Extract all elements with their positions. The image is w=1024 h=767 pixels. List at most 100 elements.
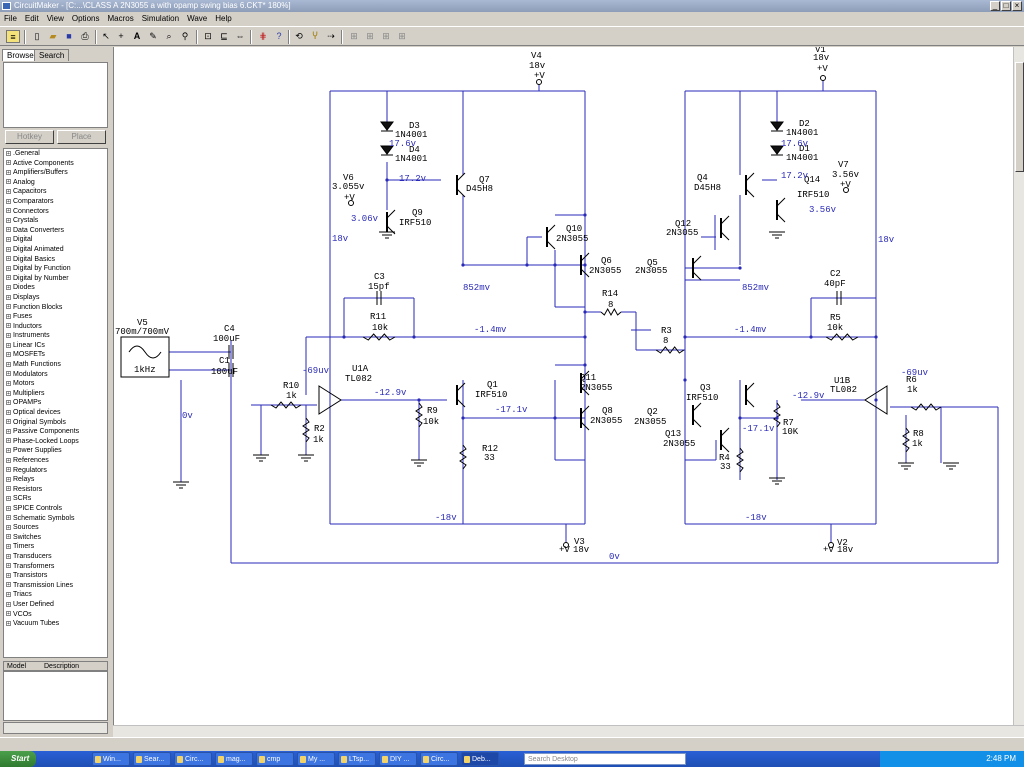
tree-item[interactable]: +Transmission Lines xyxy=(4,581,107,591)
open-folder-icon[interactable]: ▰ xyxy=(49,31,57,41)
model-list[interactable] xyxy=(3,671,108,721)
minimize-button[interactable]: _ xyxy=(990,1,1000,11)
expand-icon[interactable]: + xyxy=(6,390,11,397)
model-horizontal-scrollbar[interactable] xyxy=(3,722,108,734)
vertical-scrollbar[interactable] xyxy=(1013,47,1024,725)
expand-icon[interactable]: + xyxy=(6,611,11,618)
menu-view[interactable]: View xyxy=(46,14,64,23)
tree-item[interactable]: +Vacuum Tubes xyxy=(4,619,107,629)
tree-item[interactable]: +Optical devices xyxy=(4,408,107,418)
tree-item[interactable]: +Regulators xyxy=(4,466,107,476)
task-circuitmaker-2[interactable]: Circ... xyxy=(420,752,458,766)
tree-item[interactable]: +Linear ICs xyxy=(4,341,107,351)
menu-macros[interactable]: Macros xyxy=(107,14,134,23)
expand-icon[interactable]: + xyxy=(6,524,11,531)
tree-item[interactable]: +References xyxy=(4,456,107,466)
delete-tool-icon[interactable]: ⌕ xyxy=(166,31,172,41)
expand-icon[interactable]: + xyxy=(6,409,11,416)
tree-item[interactable]: +Original Symbols xyxy=(4,418,107,428)
reset-icon[interactable]: ⟲ xyxy=(295,31,303,41)
tree-item[interactable]: +Digital by Number xyxy=(4,274,107,284)
task-mag[interactable]: mag... xyxy=(215,752,253,766)
expand-icon[interactable]: + xyxy=(6,582,11,589)
desktop-search-input[interactable]: Search Desktop xyxy=(524,753,686,765)
tree-item[interactable]: +Sources xyxy=(4,523,107,533)
expand-icon[interactable]: + xyxy=(6,160,11,167)
expand-icon[interactable]: + xyxy=(6,371,11,378)
tree-item[interactable]: +Transducers xyxy=(4,552,107,562)
expand-icon[interactable]: + xyxy=(6,467,11,474)
tree-item[interactable]: +Connectors xyxy=(4,207,107,217)
expand-icon[interactable]: + xyxy=(6,284,11,291)
expand-icon[interactable]: + xyxy=(6,169,11,176)
expand-icon[interactable]: + xyxy=(6,246,11,253)
expand-icon[interactable]: + xyxy=(6,227,11,234)
close-button[interactable]: × xyxy=(1012,1,1022,11)
arrow-tool-icon[interactable]: ↖ xyxy=(102,31,110,41)
run-icon[interactable]: ⇢ xyxy=(327,31,335,41)
task-diy[interactable]: DIY ... xyxy=(379,752,417,766)
model-column-header[interactable]: Model xyxy=(7,663,27,670)
expand-icon[interactable]: + xyxy=(6,294,11,301)
expand-icon[interactable]: + xyxy=(6,572,11,579)
expand-icon[interactable]: + xyxy=(6,179,11,186)
tree-item[interactable]: +Power Supplies xyxy=(4,446,107,456)
task-ltspice[interactable]: LTsp... xyxy=(338,752,376,766)
ac-analysis-icon[interactable]: ⊞ xyxy=(366,31,374,41)
tree-item[interactable]: +VCOs xyxy=(4,610,107,620)
tree-item[interactable]: +Data Converters xyxy=(4,226,107,236)
expand-icon[interactable]: + xyxy=(6,323,11,330)
tree-item[interactable]: +Modulators xyxy=(4,370,107,380)
tree-item[interactable]: +Switches xyxy=(4,533,107,543)
description-column-header[interactable]: Description xyxy=(44,663,80,670)
maximize-button[interactable]: □ xyxy=(1001,1,1011,11)
tree-item[interactable]: +Displays xyxy=(4,293,107,303)
expand-icon[interactable]: + xyxy=(6,361,11,368)
probe-tool-icon[interactable]: ✎ xyxy=(149,31,157,41)
expand-icon[interactable]: + xyxy=(6,400,11,407)
tree-item[interactable]: +Math Functions xyxy=(4,360,107,370)
expand-icon[interactable]: + xyxy=(6,457,11,464)
expand-icon[interactable]: + xyxy=(6,189,11,196)
tree-item[interactable]: +Transistors xyxy=(4,571,107,581)
expand-icon[interactable]: + xyxy=(6,496,11,503)
task-debug[interactable]: Deb... xyxy=(461,752,499,766)
expand-icon[interactable]: + xyxy=(6,256,11,263)
tree-item[interactable]: +.General xyxy=(4,149,107,159)
tree-item[interactable]: +Digital Basics xyxy=(4,255,107,265)
expand-icon[interactable]: + xyxy=(6,601,11,608)
tree-item[interactable]: +Phase-Locked Loops xyxy=(4,437,107,447)
new-file-icon[interactable]: ▯ xyxy=(34,31,40,41)
tree-item[interactable]: +Fuses xyxy=(4,312,107,322)
expand-icon[interactable]: + xyxy=(6,505,11,512)
expand-icon[interactable]: + xyxy=(6,198,11,205)
expand-icon[interactable]: + xyxy=(6,150,11,157)
expand-icon[interactable]: + xyxy=(6,486,11,493)
tree-item[interactable]: +Motors xyxy=(4,379,107,389)
expand-icon[interactable]: + xyxy=(6,419,11,426)
expand-icon[interactable]: + xyxy=(6,476,11,483)
tree-item[interactable]: +Timers xyxy=(4,542,107,552)
expand-icon[interactable]: + xyxy=(6,448,11,455)
tree-item[interactable]: +OPAMPs xyxy=(4,398,107,408)
menu-edit[interactable]: Edit xyxy=(24,14,39,23)
browse-toggle-icon[interactable]: ≡ xyxy=(6,30,20,43)
place-button[interactable]: Place xyxy=(57,130,106,144)
tree-item[interactable]: +Analog xyxy=(4,178,107,188)
zoom-area-icon[interactable]: ⊑ xyxy=(220,31,228,41)
tree-item[interactable]: +Amplifiers/Buffers xyxy=(4,168,107,178)
expand-icon[interactable]: + xyxy=(6,342,11,349)
expand-icon[interactable]: + xyxy=(6,275,11,282)
tree-item[interactable]: +SCRs xyxy=(4,494,107,504)
menu-help[interactable]: Help xyxy=(215,14,232,23)
tree-item[interactable]: +Inductors xyxy=(4,322,107,332)
tree-item[interactable]: +Schematic Symbols xyxy=(4,514,107,524)
tree-item[interactable]: +Capacitors xyxy=(4,187,107,197)
tree-item[interactable]: +Digital Animated xyxy=(4,245,107,255)
expand-icon[interactable]: + xyxy=(6,380,11,387)
tree-item[interactable]: +Diodes xyxy=(4,283,107,293)
tree-item[interactable]: +Digital by Function xyxy=(4,264,107,274)
dc-analysis-icon[interactable]: ⊞ xyxy=(382,31,390,41)
task-my[interactable]: My ... xyxy=(297,752,335,766)
fourier-icon[interactable]: ⊞ xyxy=(398,31,406,41)
